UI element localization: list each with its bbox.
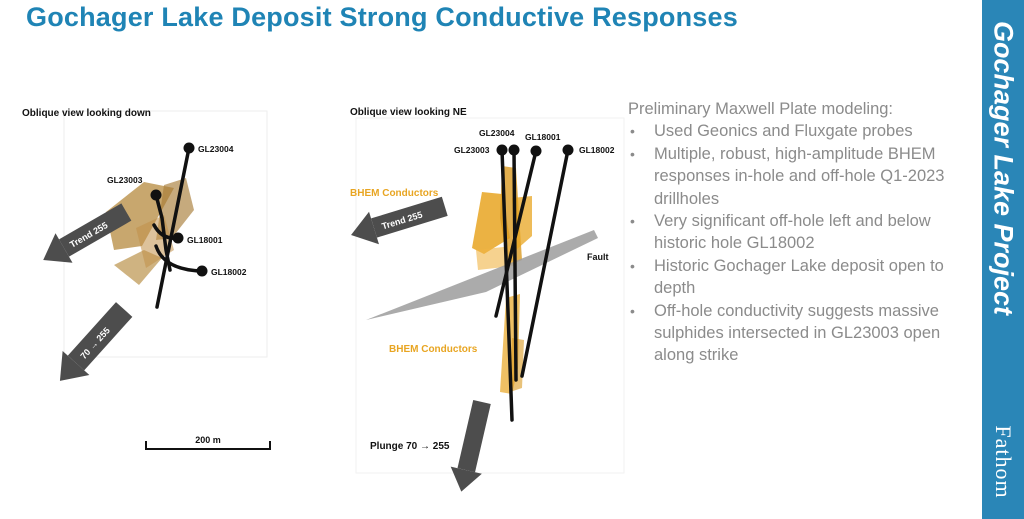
left-label-gl18002: GL18002 — [211, 267, 247, 277]
note-item: Off-hole conductivity suggests massive s… — [628, 300, 978, 367]
note-item: Used Geonics and Fluxgate probes — [628, 120, 978, 143]
project-name: Gochager Lake Project — [988, 20, 1019, 316]
note-item: Historic Gochager Lake deposit open to d… — [628, 255, 978, 300]
collar-gl23003 — [150, 189, 162, 201]
note-item: Multiple, robust, high-amplitude BHEM re… — [628, 143, 978, 210]
upper-conductor-label: BHEM Conductors — [350, 188, 439, 199]
right-label-gl23004: GL23004 — [479, 128, 515, 138]
left-label-gl23003: GL23003 — [107, 175, 143, 185]
left-oblique-view: Oblique view looking down GL23004 GL2300… — [22, 108, 271, 450]
right-hole-trace-gl18002 — [520, 148, 570, 378]
slide-title: Gochager Lake Deposit Strong Conductive … — [26, 2, 738, 32]
right-oblique-view: Oblique view looking NE Fault GL23004 GL… — [350, 107, 625, 492]
right-label-gl18002: GL18002 — [579, 145, 615, 155]
right-collar-gl18002 — [562, 144, 574, 156]
collar-gl18002 — [196, 265, 208, 277]
right-label-gl18001: GL18001 — [525, 132, 561, 142]
notes-panel: Preliminary Maxwell Plate modeling: Used… — [628, 98, 978, 367]
hole-trace-gl23004 — [155, 146, 191, 309]
left-label-gl18001: GL18001 — [187, 235, 223, 245]
scale-bar-label: 200 m — [195, 435, 221, 445]
right-label-gl23003: GL23003 — [454, 145, 490, 155]
right-collar-gl18001 — [530, 145, 542, 157]
lower-conductor-label: BHEM Conductors — [389, 344, 478, 355]
left-label-gl23004: GL23004 — [198, 144, 234, 154]
notes-intro: Preliminary Maxwell Plate modeling: — [628, 100, 894, 118]
left-view-heading: Oblique view looking down — [22, 108, 151, 119]
right-hole-trace-gl23004 — [512, 148, 518, 382]
fathom-logo: Fathom — [991, 425, 1016, 499]
note-item: Very significant off-hole left and below… — [628, 210, 978, 255]
fault-label: Fault — [587, 252, 609, 262]
right-plunge-label: Plunge 70 → 255 — [370, 441, 450, 452]
fault-plane — [366, 230, 598, 320]
right-hole-trace-gl18001 — [494, 149, 538, 318]
right-trend-arrow: Trend 255 — [351, 196, 448, 245]
right-collar-gl23003 — [496, 144, 508, 156]
collar-gl23004 — [183, 142, 195, 154]
right-hole-trace-gl23003 — [500, 148, 514, 422]
right-plunge-arrow — [450, 399, 491, 492]
notes-list: Used Geonics and Fluxgate probes Multipl… — [628, 120, 978, 366]
scale-bar: 200 m — [145, 435, 271, 450]
right-collar-gl23004 — [508, 144, 520, 156]
right-view-heading: Oblique view looking NE — [350, 107, 467, 118]
project-sidebar — [982, 0, 1024, 519]
hole-trace-gl18002 — [154, 244, 204, 273]
collar-gl18001 — [172, 232, 184, 244]
